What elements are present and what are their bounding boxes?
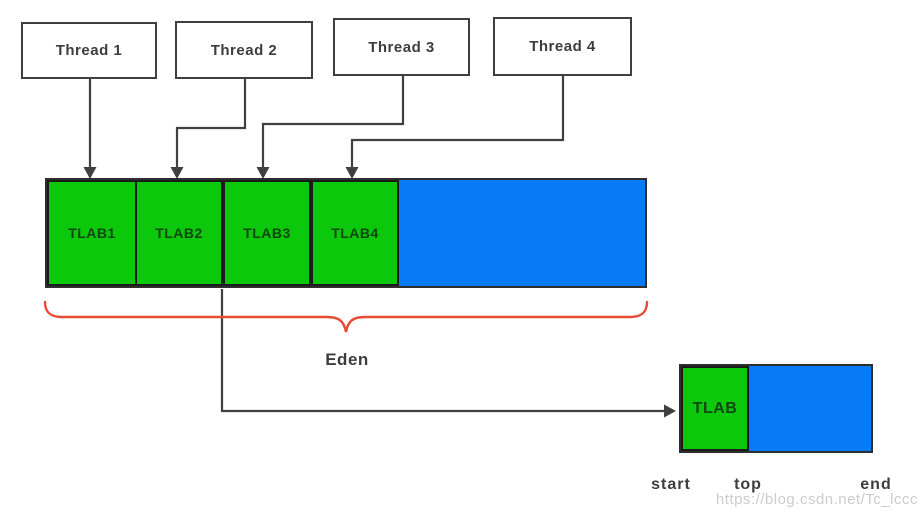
tlab3-cell: TLAB3 — [223, 180, 311, 286]
tlab3-label: TLAB3 — [243, 225, 291, 241]
thread-3-arrow — [261, 76, 405, 167]
tlab2-cell: TLAB2 — [135, 180, 223, 286]
thread-1-box: Thread 1 — [21, 22, 157, 79]
thread-2-arrow — [175, 79, 247, 167]
tlab2-label: TLAB2 — [155, 225, 203, 241]
thread-4-box: Thread 4 — [493, 17, 632, 76]
tlab1-cell: TLAB1 — [47, 180, 137, 286]
thread-2-box: Thread 2 — [175, 21, 313, 79]
eden-label: Eden — [325, 350, 369, 369]
end-pointer-label: end — [860, 476, 892, 493]
tlab-detail-arrowhead-icon — [664, 404, 676, 418]
thread-2-label: Thread 2 — [210, 41, 278, 59]
csdn-watermark: https://blog.csdn.net/Tc_lccc — [715, 491, 918, 508]
eden-brace — [43, 300, 649, 333]
tlab4-label: TLAB4 — [331, 225, 379, 241]
tlab-detail-label: TLAB — [692, 399, 738, 417]
tlab-detail-arrow — [220, 289, 664, 413]
thread-4-arrow — [350, 76, 565, 167]
tlab-detail-used-cell: TLAB — [681, 366, 749, 451]
tlab1-label: TLAB1 — [68, 225, 116, 241]
thread-1-label: Thread 1 — [55, 42, 123, 59]
thread-3-label: Thread 3 — [368, 38, 435, 56]
tlab-detail-box: TLAB — [679, 364, 873, 453]
thread-4-label: Thread 4 — [529, 38, 596, 55]
thread-3-box: Thread 3 — [333, 18, 470, 76]
tlab4-cell: TLAB4 — [311, 180, 399, 286]
eden-region-bar: TLAB1 TLAB2 TLAB3 TLAB4 — [45, 178, 647, 288]
start-pointer-label: start — [651, 476, 691, 493]
top-pointer-label: top — [734, 476, 762, 493]
